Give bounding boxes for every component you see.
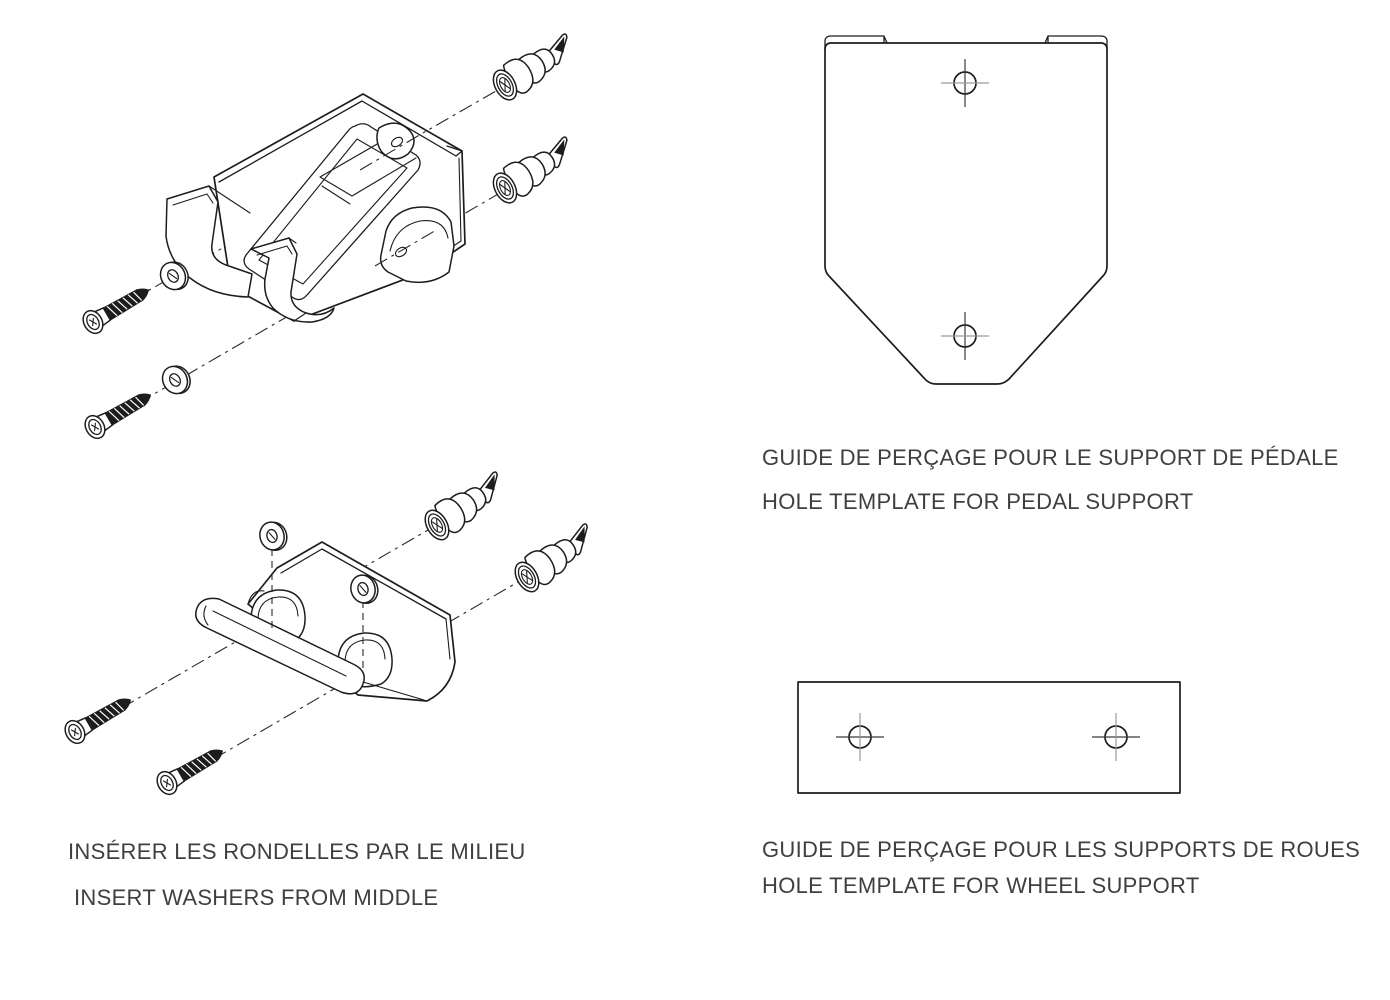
template-fold-tab <box>824 35 888 50</box>
washer-icon <box>256 517 291 555</box>
screw-icon <box>80 383 158 443</box>
drill-hole <box>1092 713 1140 761</box>
drill-hole <box>941 312 989 360</box>
drywall-anchor-icon <box>508 520 604 597</box>
wheel-support-exploded-view <box>60 468 604 799</box>
screw-icon <box>152 739 230 799</box>
pedal-template-caption-fr: GUIDE DE PERÇAGE POUR LE SUPPORT DE PÉDA… <box>762 445 1339 470</box>
pedal-hole-template <box>824 35 1108 385</box>
assembly-axis-line <box>359 129 429 171</box>
wheel-template-caption-fr: GUIDE DE PERÇAGE POUR LES SUPPORTS DE RO… <box>762 837 1361 862</box>
washer-note-fr: INSÉRER LES RONDELLES PAR LE MILIEU <box>68 839 526 864</box>
pedal-support-exploded-view <box>78 31 582 443</box>
screw-icon <box>60 688 138 748</box>
drill-hole <box>941 59 989 107</box>
wheel-cradle-bracket-icon <box>195 541 456 702</box>
drill-hole <box>836 713 884 761</box>
screw-icon <box>78 278 156 338</box>
assembly-axis-line <box>374 228 439 267</box>
assembly-axis-line <box>74 522 441 736</box>
drywall-anchor-icon <box>418 468 514 545</box>
wheel-template-caption-en: HOLE TEMPLATE FOR WHEEL SUPPORT <box>762 873 1200 898</box>
wheel-hole-template <box>797 681 1181 794</box>
drywall-anchor-icon <box>486 31 582 105</box>
washer-note-en: INSERT WASHERS FROM MIDDLE <box>74 885 439 910</box>
pedal-hook-bracket-icon <box>165 93 466 323</box>
drywall-anchor-icon <box>486 134 582 208</box>
pedal-template-caption-en: HOLE TEMPLATE FOR PEDAL SUPPORT <box>762 489 1194 514</box>
template-fold-tab <box>1044 35 1108 50</box>
washer-icon <box>157 360 196 400</box>
